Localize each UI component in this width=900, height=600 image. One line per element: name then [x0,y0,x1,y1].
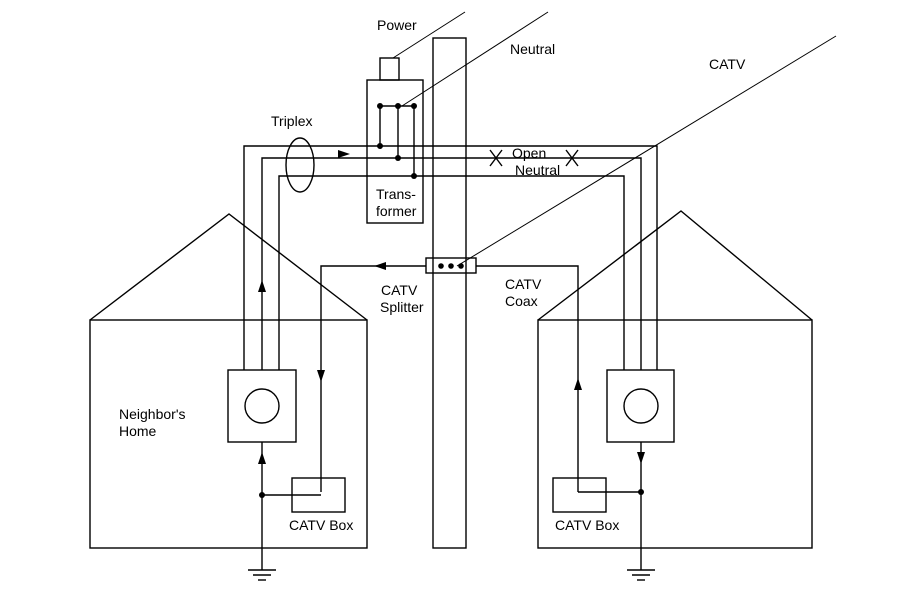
catv-splitter-line-2: Splitter [380,299,424,315]
open-neutral-line-2: Neutral [515,162,561,178]
transformer-label: Trans- former [376,186,416,220]
triplex-service-drop [243,137,658,370]
transformer-line-1: Trans- [376,186,416,202]
power-label: Power [377,17,417,33]
neighbors-home-label: Neighbor's Home [119,406,186,440]
neutral-label: Neutral [510,41,556,57]
catv-splitter-label: CATV Splitter [380,282,424,316]
neighbors-home-line-2: Home [119,423,157,439]
catv-box-left-label: CATV Box [289,517,354,533]
catv-box-right-label: CATV Box [555,517,620,533]
neutral-line [401,11,549,107]
electric-meter-right [606,369,675,443]
neighbors-house [89,213,368,581]
open-neutral-line-1: Open [512,145,547,161]
electric-meter-left [227,369,297,443]
neighbors-home-line-1: Neighbor's [119,406,186,422]
catv-box-right [552,477,607,513]
power-line [392,11,466,59]
catv-splitter-line-1: CATV [381,282,418,298]
utility-pole [432,37,467,549]
catv-coax-line-2: Coax [505,293,538,309]
catv-label: CATV [709,56,746,72]
right-house [537,210,813,581]
catv-line [456,35,837,267]
catv-coax-runs [317,262,582,492]
open-neutral-label: Open Neutral [512,145,560,179]
open-neutral-break [489,149,579,167]
catv-coax-label: CATV Coax [505,276,541,310]
transformer-line-2: former [376,203,417,219]
catv-coax-line-1: CATV [505,276,542,292]
triplex-label: Triplex [271,113,313,129]
